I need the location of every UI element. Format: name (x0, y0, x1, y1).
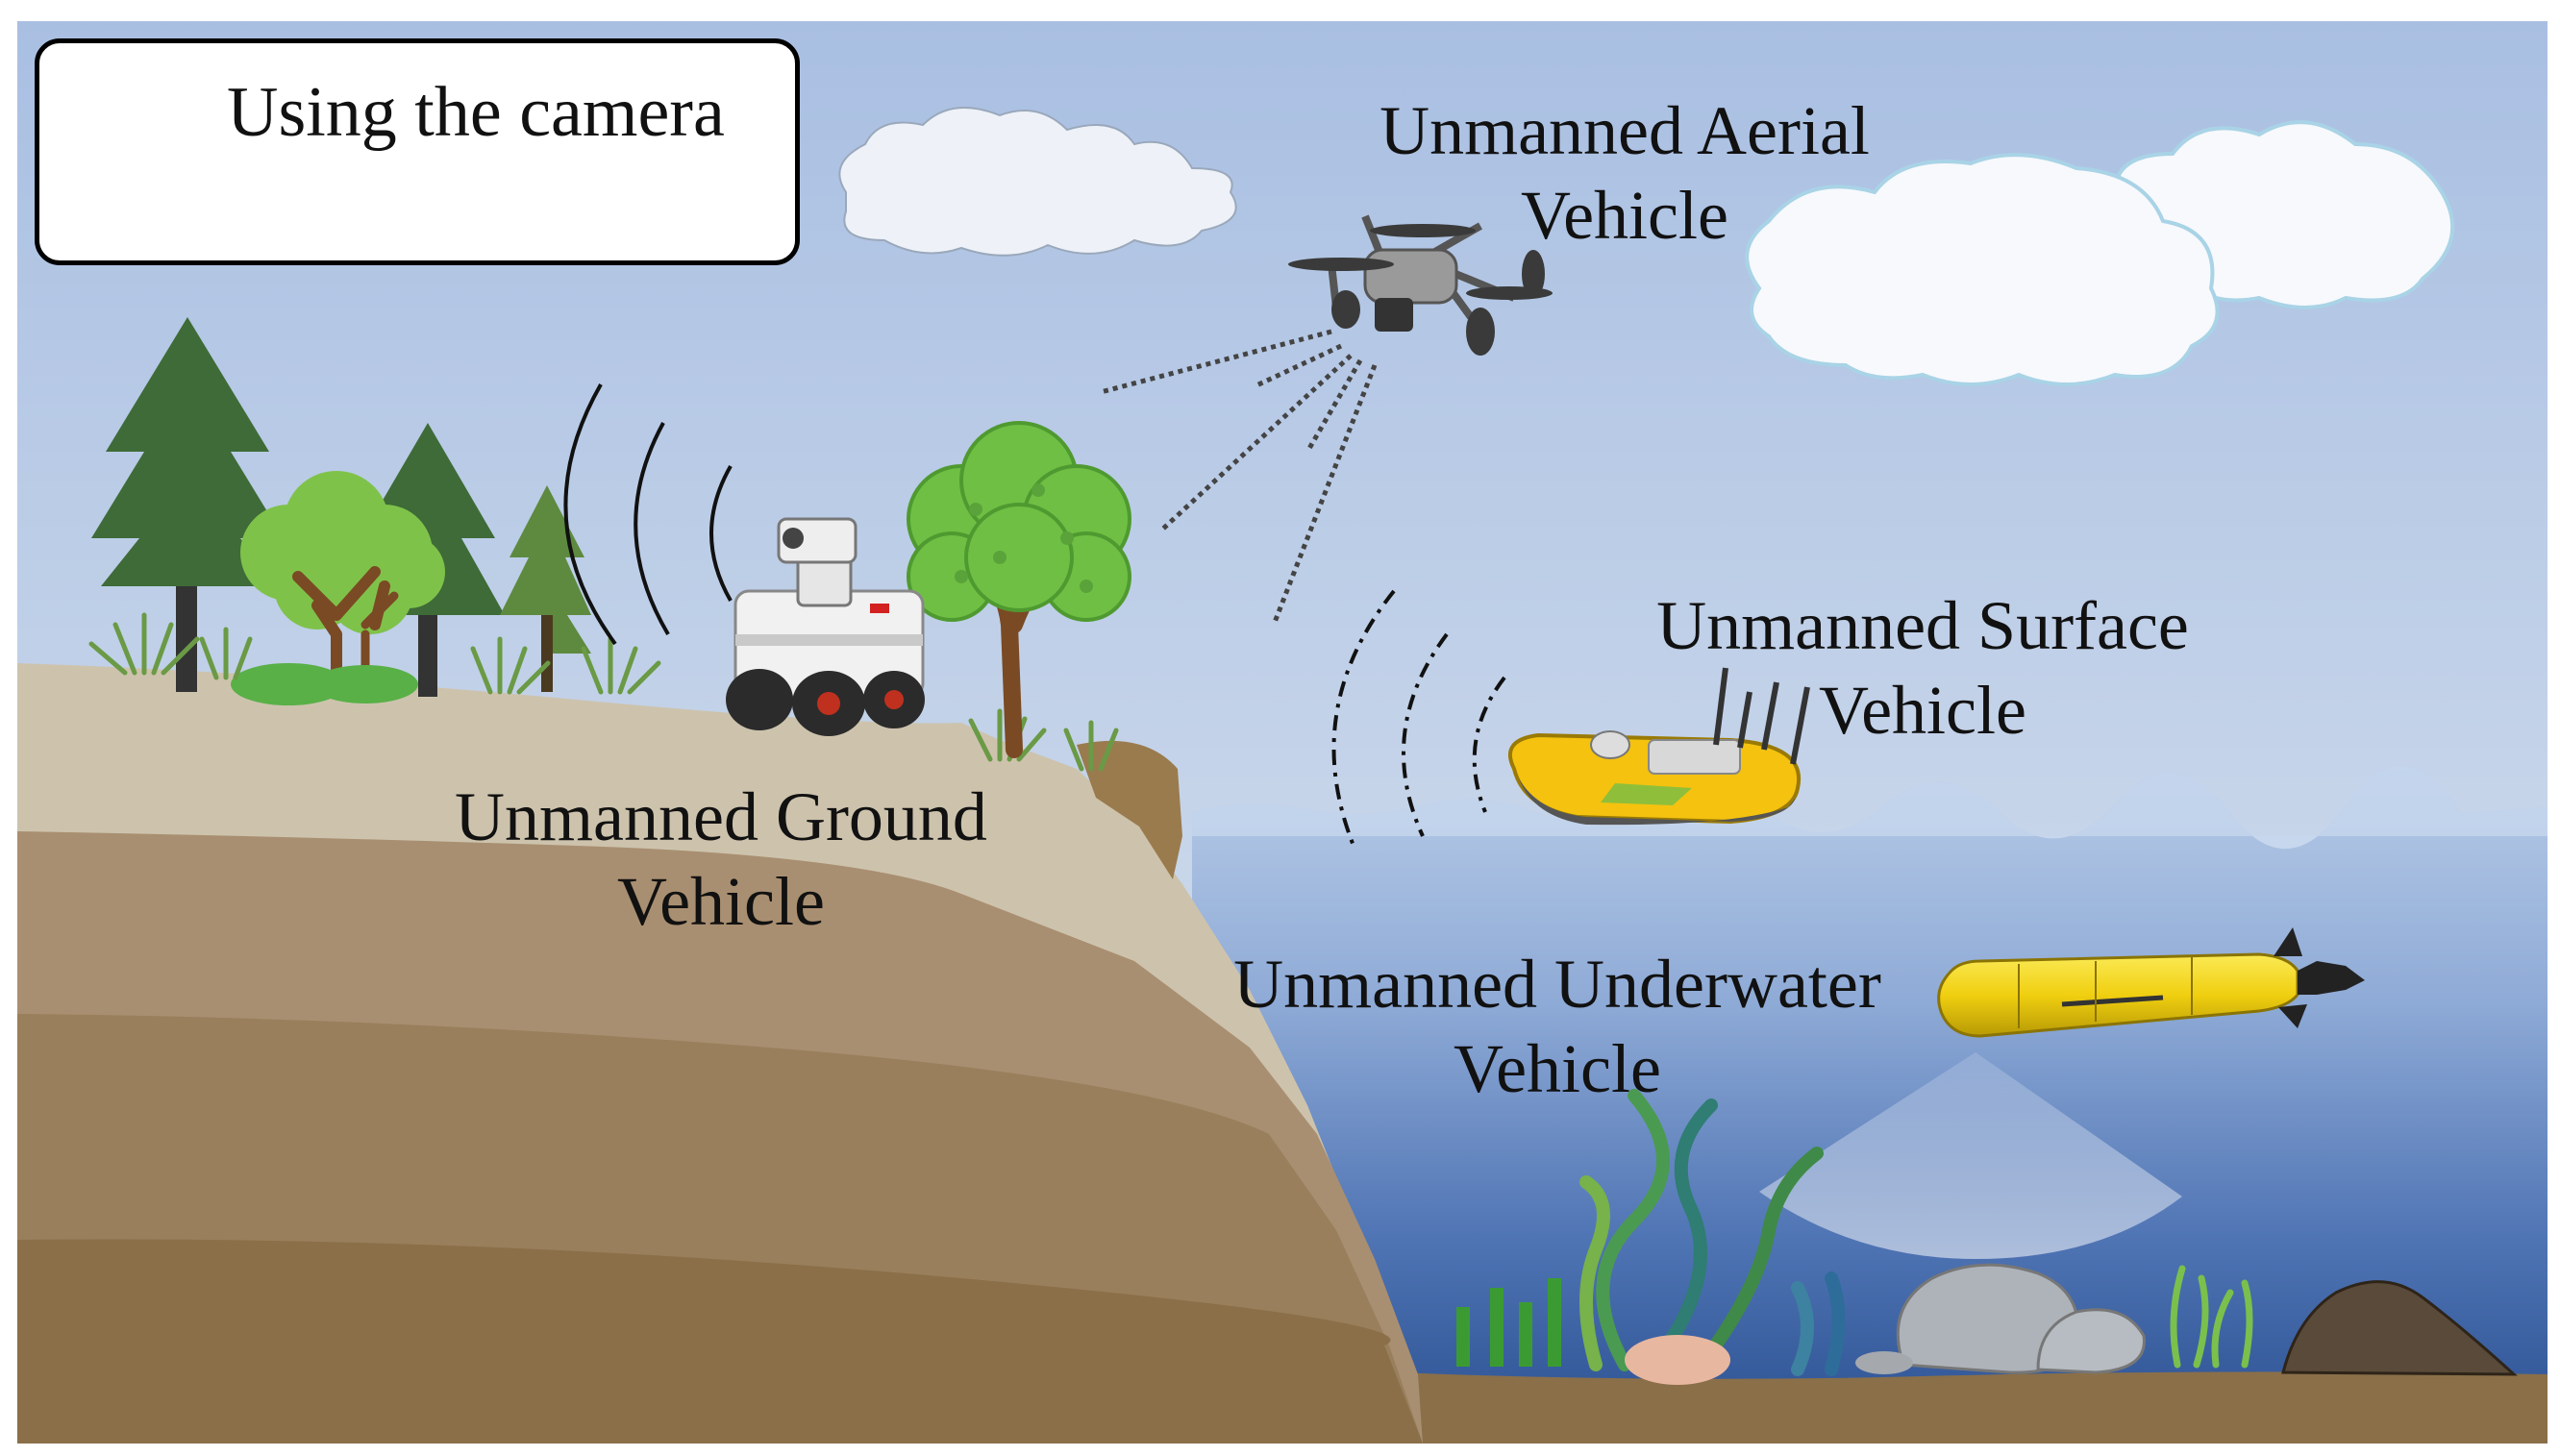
coral-green (1456, 1278, 1561, 1367)
aerial-label-line2: Vehicle (1521, 177, 1728, 254)
drone (1288, 214, 1553, 356)
underwater-vehicle-label: Unmanned Underwater Vehicle (1182, 942, 1932, 1111)
surface-label-line1: Unmanned Surface (1656, 587, 2189, 664)
ground-label-line2: Vehicle (617, 863, 825, 940)
coral-pink (1625, 1335, 1730, 1385)
surface-label-line2: Vehicle (1819, 672, 2026, 749)
legend-box (35, 38, 800, 265)
surface-signal-waves (1331, 589, 1506, 851)
seaweed (1579, 1089, 1846, 1376)
underwater-vehicle (1937, 927, 2365, 1038)
drone-signal-lines (1100, 329, 1378, 626)
surface-vehicle-label: Unmanned Surface Vehicle (1577, 583, 2269, 753)
ground-label-line1: Unmanned Ground (455, 778, 987, 855)
sea-grass (2170, 1265, 2253, 1369)
sonar-beam (1759, 1052, 2182, 1259)
cloud-small (838, 107, 1237, 257)
underwater-label-line2: Vehicle (1454, 1030, 1661, 1107)
water (1192, 765, 2548, 1444)
grass (88, 612, 1119, 772)
rocks (1855, 1263, 2518, 1376)
surface-boat (1507, 667, 1810, 826)
ground-vehicle-label: Unmanned Ground Vehicle (375, 775, 1067, 944)
aerial-label-line1: Unmanned Aerial (1379, 92, 1870, 169)
cloud-large (1745, 120, 2455, 386)
cliff-tree (907, 421, 1131, 758)
legend-label: Using the camera (227, 73, 725, 152)
aerial-vehicle-label: Unmanned Aerial Vehicle (1279, 88, 1971, 258)
underwater-label-line1: Unmanned Underwater (1233, 946, 1881, 1023)
ground-signal-waves (563, 383, 733, 646)
seabed (1327, 1370, 2548, 1444)
cliff (17, 663, 1423, 1444)
ground-robot (726, 517, 925, 736)
